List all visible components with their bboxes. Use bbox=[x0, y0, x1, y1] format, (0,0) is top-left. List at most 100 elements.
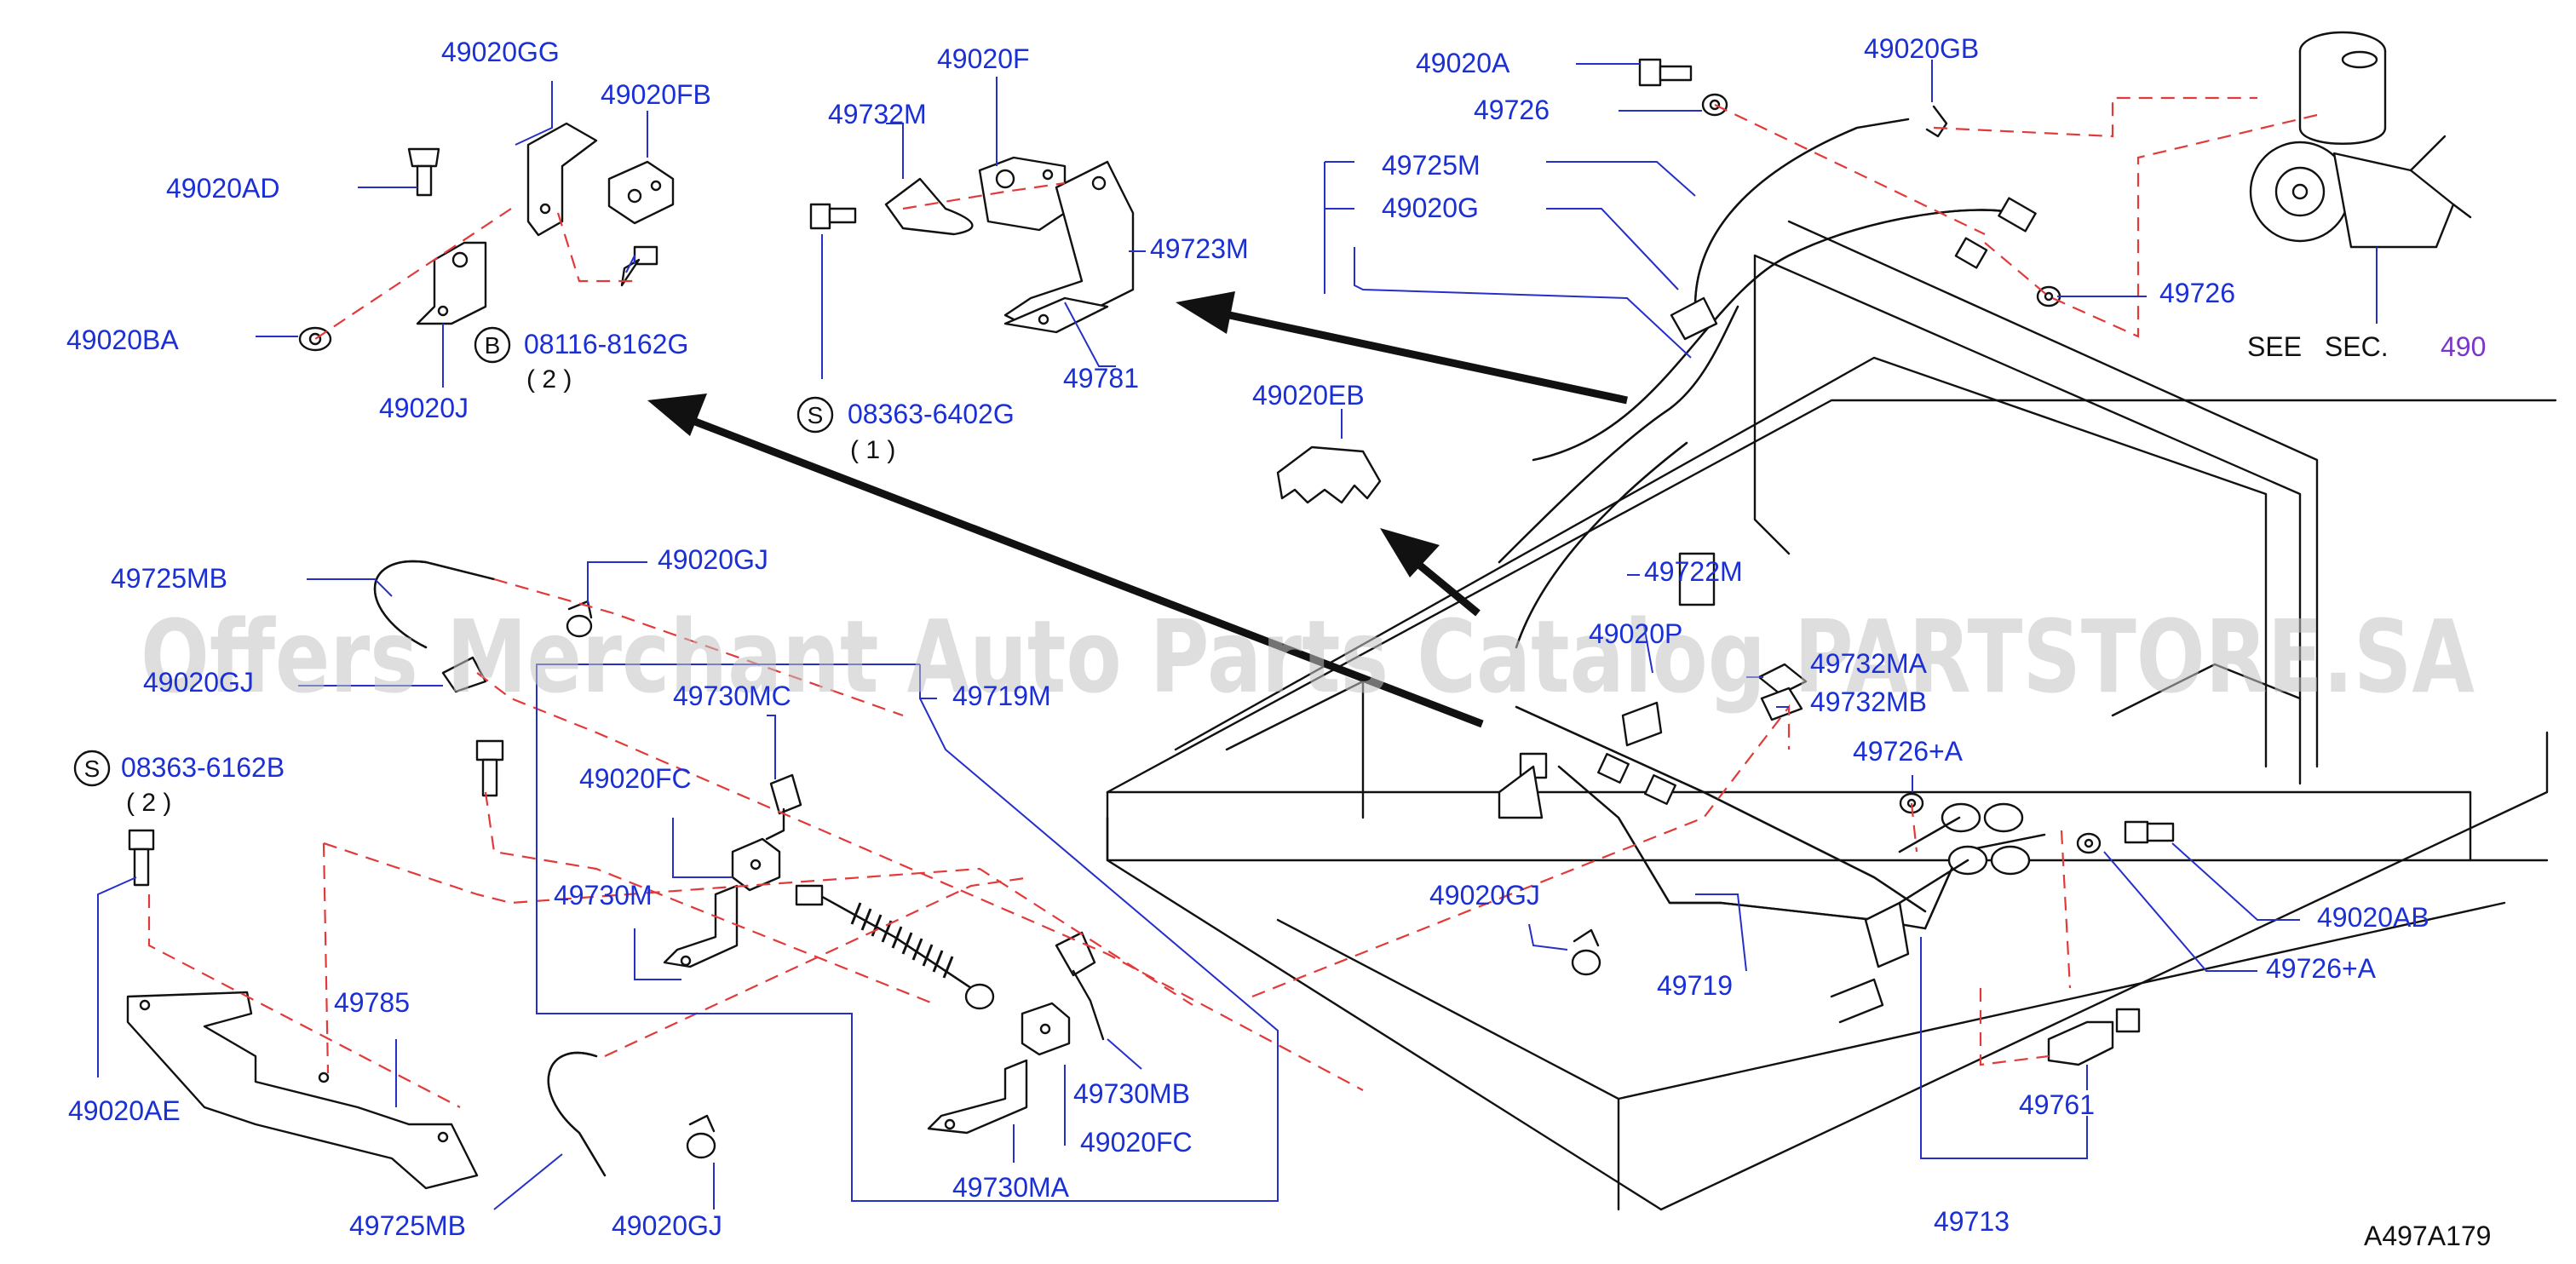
bolt-08363-6402g bbox=[809, 203, 857, 230]
badge-s2-letter: S bbox=[84, 756, 101, 782]
label-49020a[interactable]: 49020A bbox=[1416, 48, 1510, 78]
label-49730m[interactable]: 49730M bbox=[554, 880, 653, 911]
lower-right-fittings bbox=[1830, 792, 2175, 1066]
direction-arrows bbox=[647, 291, 1628, 728]
bolt-08363-6162b bbox=[128, 829, 155, 887]
grommet-49020fc-bottom bbox=[1021, 1002, 1071, 1056]
see-section-ref: SEE SEC. 490 bbox=[2247, 331, 2486, 362]
clamp-49732m bbox=[884, 177, 974, 236]
label-08363-6402g[interactable]: 08363-6402G bbox=[848, 399, 1015, 429]
label-49726a-top[interactable]: 49726+A bbox=[1853, 736, 1964, 767]
label-49732ma[interactable]: 49732MA bbox=[1810, 648, 1928, 679]
label-49020ba[interactable]: 49020BA bbox=[66, 325, 179, 355]
label-49020ae[interactable]: 49020AE bbox=[68, 1095, 181, 1126]
label-49020eb[interactable]: 49020EB bbox=[1252, 380, 1365, 411]
label-49020gg[interactable]: 49020GG bbox=[441, 37, 560, 67]
label-49730ma[interactable]: 49730MA bbox=[952, 1172, 1070, 1203]
mid-pipe-joint bbox=[1498, 552, 1716, 819]
badge-s2 bbox=[73, 750, 111, 787]
label-49726-right[interactable]: 49726 bbox=[2159, 278, 2235, 308]
radiator-frame bbox=[1106, 220, 2557, 1211]
bracket-49781 bbox=[1003, 296, 1109, 334]
label-49020g[interactable]: 49020G bbox=[1382, 192, 1479, 223]
label-49020gj-top[interactable]: 49020GJ bbox=[658, 544, 768, 575]
badge-s1 bbox=[796, 396, 834, 434]
label-49732m[interactable]: 49732M bbox=[828, 99, 927, 129]
pipe-end-fittings-top bbox=[1954, 197, 2037, 269]
label-49020j[interactable]: 49020J bbox=[379, 393, 469, 423]
label-49781[interactable]: 49781 bbox=[1063, 363, 1139, 394]
badge-b-letter: B bbox=[485, 332, 501, 359]
see-sec-link[interactable]: 490 bbox=[2441, 331, 2486, 362]
bolt-49020a bbox=[1638, 58, 1693, 87]
hose-49725mb-top bbox=[373, 560, 496, 649]
clip-49020g bbox=[1670, 296, 1718, 341]
dashed-connection-lines bbox=[147, 96, 2318, 1108]
label-49020gj-bottom[interactable]: 49020GJ bbox=[612, 1210, 722, 1241]
hose-49725mb-bottom bbox=[547, 1051, 607, 1177]
ref-s-08363-6162b: S 08363-6162B ( 2 ) bbox=[73, 750, 285, 817]
ref-b-08116: B 08116-8162G ( 2 ) bbox=[474, 326, 688, 394]
label-08116-8162g[interactable]: 08116-8162G bbox=[524, 329, 688, 359]
label-49725mb-top[interactable]: 49725MB bbox=[111, 563, 227, 594]
label-49719[interactable]: 49719 bbox=[1657, 970, 1733, 1001]
label-49723m[interactable]: 49723M bbox=[1150, 233, 1249, 264]
label-49713[interactable]: 49713 bbox=[1934, 1206, 2010, 1237]
label-49725mb-bottom[interactable]: 49725MB bbox=[349, 1210, 466, 1241]
qty-08363-6402g: ( 1 ) bbox=[850, 436, 895, 464]
label-08363-6162b[interactable]: 08363-6162B bbox=[121, 752, 285, 783]
label-49726a-bottom[interactable]: 49726+A bbox=[2266, 953, 2377, 984]
hose-49725m bbox=[1693, 118, 1910, 308]
part-labels: 49020GG 49020FB 49020AD 49020BA 49020J 4… bbox=[66, 33, 2429, 1241]
diagram-code: A497A179 bbox=[2364, 1221, 2491, 1251]
badge-b bbox=[474, 326, 511, 364]
see-sec-text: SEE SEC. bbox=[2247, 331, 2389, 362]
clip-49020gj-left bbox=[441, 656, 487, 693]
bolt-08116-8162g bbox=[620, 245, 658, 287]
label-49020fc-top[interactable]: 49020FC bbox=[579, 763, 692, 794]
label-49020fc-bottom[interactable]: 49020FC bbox=[1080, 1127, 1193, 1158]
clip-49020gb bbox=[1925, 105, 1948, 138]
label-49730mb[interactable]: 49730MB bbox=[1073, 1078, 1190, 1109]
watermark: Offers Merchant Auto Parts Catalog PARTS… bbox=[141, 598, 2475, 715]
bracket-49732ma bbox=[1757, 663, 1808, 696]
grommet-49020fc-top bbox=[731, 837, 781, 892]
bracket-49730mc bbox=[765, 773, 802, 841]
bolt-49020fc-top-area bbox=[475, 739, 504, 797]
clip-49020gj-bottom bbox=[686, 1114, 716, 1159]
qty-08363-6162b: ( 2 ) bbox=[126, 789, 171, 817]
label-49020f[interactable]: 49020F bbox=[937, 43, 1030, 74]
leader-lines bbox=[97, 60, 2378, 1210]
badge-s1-letter: S bbox=[808, 402, 824, 428]
bracket-49020gg bbox=[526, 122, 598, 237]
label-49761[interactable]: 49761 bbox=[2019, 1089, 2095, 1120]
bracket-49785 bbox=[126, 991, 479, 1190]
label-49719m[interactable]: 49719M bbox=[952, 681, 1051, 711]
bracket-49730ma bbox=[927, 1059, 1028, 1135]
label-49730mc[interactable]: 49730MC bbox=[673, 681, 791, 711]
label-49732mb[interactable]: 49732MB bbox=[1810, 687, 1927, 717]
label-49020gb[interactable]: 49020GB bbox=[1864, 33, 1979, 64]
clamp-49732mb bbox=[1760, 687, 1803, 721]
bolt-49020ad bbox=[407, 147, 440, 197]
label-49020gj-left[interactable]: 49020GJ bbox=[143, 667, 254, 698]
label-49020ab[interactable]: 49020AB bbox=[2317, 902, 2429, 933]
label-49020ad[interactable]: 49020AD bbox=[166, 173, 279, 204]
power-steering-pump-assembly bbox=[2249, 31, 2472, 249]
label-49020gj-mid[interactable]: 49020GJ bbox=[1429, 880, 1540, 911]
bracket-49020j bbox=[416, 241, 487, 325]
label-49020fb[interactable]: 49020FB bbox=[601, 79, 711, 110]
ref-s-08363-6402g: S 08363-6402G ( 1 ) bbox=[796, 396, 1015, 464]
label-49726-top[interactable]: 49726 bbox=[1474, 95, 1550, 125]
label-49020p[interactable]: 49020P bbox=[1589, 618, 1682, 649]
clamp-49020eb bbox=[1276, 445, 1382, 504]
label-49722m[interactable]: 49722M bbox=[1644, 556, 1743, 587]
clip-49020gj-mid bbox=[1571, 928, 1601, 976]
grommet-49020p bbox=[1621, 701, 1663, 747]
label-49725m[interactable]: 49725M bbox=[1382, 150, 1481, 181]
qty-08116-8162g: ( 2 ) bbox=[526, 365, 572, 394]
cooler-fin-assembly bbox=[795, 884, 995, 1010]
grommet-49020fb bbox=[607, 160, 675, 225]
label-49785[interactable]: 49785 bbox=[334, 987, 410, 1018]
